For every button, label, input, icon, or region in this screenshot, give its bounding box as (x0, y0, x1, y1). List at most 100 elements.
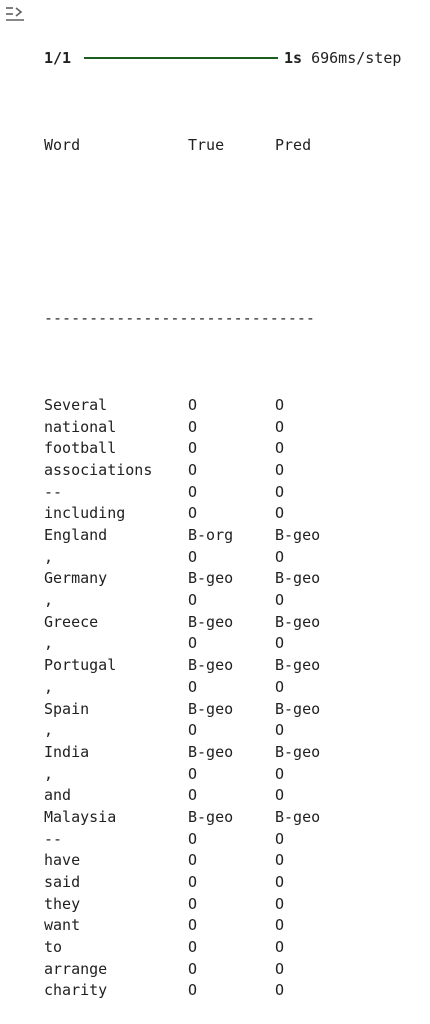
cell-pred: B-geo (275, 699, 321, 718)
cell-true: B-org (188, 526, 234, 545)
output-gutter (0, 0, 40, 700)
cell-true: O (188, 504, 198, 523)
progress-bar (84, 57, 278, 60)
cell-word: , (44, 591, 54, 610)
table-row: said O O (44, 872, 430, 894)
cell-pred: O (275, 417, 285, 436)
cell-word: arrange (44, 959, 108, 978)
table-row: , O O (44, 764, 430, 786)
cell-true: O (188, 417, 198, 436)
cell-word: , (44, 721, 54, 740)
cell-word: , (44, 547, 54, 566)
cell-true: B-geo (188, 656, 234, 675)
cell-pred: O (275, 395, 285, 414)
cell-pred: B-geo (275, 612, 321, 631)
cell-word: , (44, 764, 54, 783)
cell-pred: O (275, 959, 285, 978)
cell-pred: O (275, 504, 285, 523)
cell-true: O (188, 786, 198, 805)
cell-true: O (188, 677, 198, 696)
cell-true: O (188, 894, 198, 913)
cell-word: , (44, 677, 54, 696)
step-count: 1/1 (44, 48, 72, 67)
cell-word: national (44, 417, 117, 436)
cell-true: O (188, 721, 198, 740)
cell-pred: B-geo (275, 569, 321, 588)
cell-word: have (44, 851, 81, 870)
cell-word: -- (44, 829, 63, 848)
cell-pred: O (275, 547, 285, 566)
table-row: national O O (44, 417, 430, 439)
cell-pred: B-geo (275, 526, 321, 545)
cell-true: O (188, 959, 198, 978)
table-row: , O O (44, 547, 430, 569)
cell-word: Greece (44, 612, 99, 631)
cell-pred: O (275, 873, 285, 892)
table-row: associations O O (44, 460, 430, 482)
cell-pred: O (275, 677, 285, 696)
table-row: India B-geo B-geo (44, 742, 430, 764)
cell-pred: O (275, 482, 285, 501)
cell-pred: O (275, 721, 285, 740)
header-pred: Pred (275, 135, 312, 154)
cell-word: India (44, 742, 90, 761)
cell-word: , (44, 634, 54, 653)
cell-pred: B-geo (275, 807, 321, 826)
cell-word: said (44, 873, 81, 892)
cell-pred: O (275, 764, 285, 783)
header-true: True (188, 135, 225, 154)
cell-word: -- (44, 482, 63, 501)
cell-pred: O (275, 460, 285, 479)
progress-fill (84, 57, 278, 60)
cell-true: O (188, 829, 198, 848)
cell-pred: O (275, 591, 285, 610)
header-word: Word (44, 135, 81, 154)
cell-true: O (188, 873, 198, 892)
cell-pred: O (275, 851, 285, 870)
cell-word: Malaysia (44, 807, 117, 826)
cell-pred: O (275, 894, 285, 913)
separator-line: ------------------------------ (44, 309, 315, 328)
output-toggle-icon[interactable] (4, 4, 26, 26)
cell-pred: O (275, 938, 285, 957)
cell-word: football (44, 439, 117, 458)
cell-word: and (44, 786, 72, 805)
cell-word: Germany (44, 569, 108, 588)
cell-true: B-geo (188, 612, 234, 631)
cell-true: O (188, 591, 198, 610)
cell-true: O (188, 851, 198, 870)
progress-line: 1/1 1s 696ms/step (44, 47, 430, 69)
cell-true: B-geo (188, 699, 234, 718)
table-row: arrange O O (44, 959, 430, 981)
cell-pred: O (275, 634, 285, 653)
table-row: , O O (44, 677, 430, 699)
table-row: Greece B-geo B-geo (44, 612, 430, 634)
table-row: , O O (44, 720, 430, 742)
cell-word: associations (44, 460, 153, 479)
cell-true: O (188, 547, 198, 566)
cell-pred: O (275, 829, 285, 848)
blank-line (44, 221, 430, 243)
cell-true: O (188, 460, 198, 479)
cell-true: O (188, 981, 198, 1000)
cell-word: including (44, 504, 126, 523)
table-row: -- O O (44, 829, 430, 851)
cell-true: O (188, 764, 198, 783)
cell-true: B-geo (188, 742, 234, 761)
cell-pred: B-geo (275, 742, 321, 761)
table-row: , O O (44, 590, 430, 612)
cell-word: charity (44, 981, 108, 1000)
cell-true: O (188, 916, 198, 935)
cell-pred: O (275, 916, 285, 935)
